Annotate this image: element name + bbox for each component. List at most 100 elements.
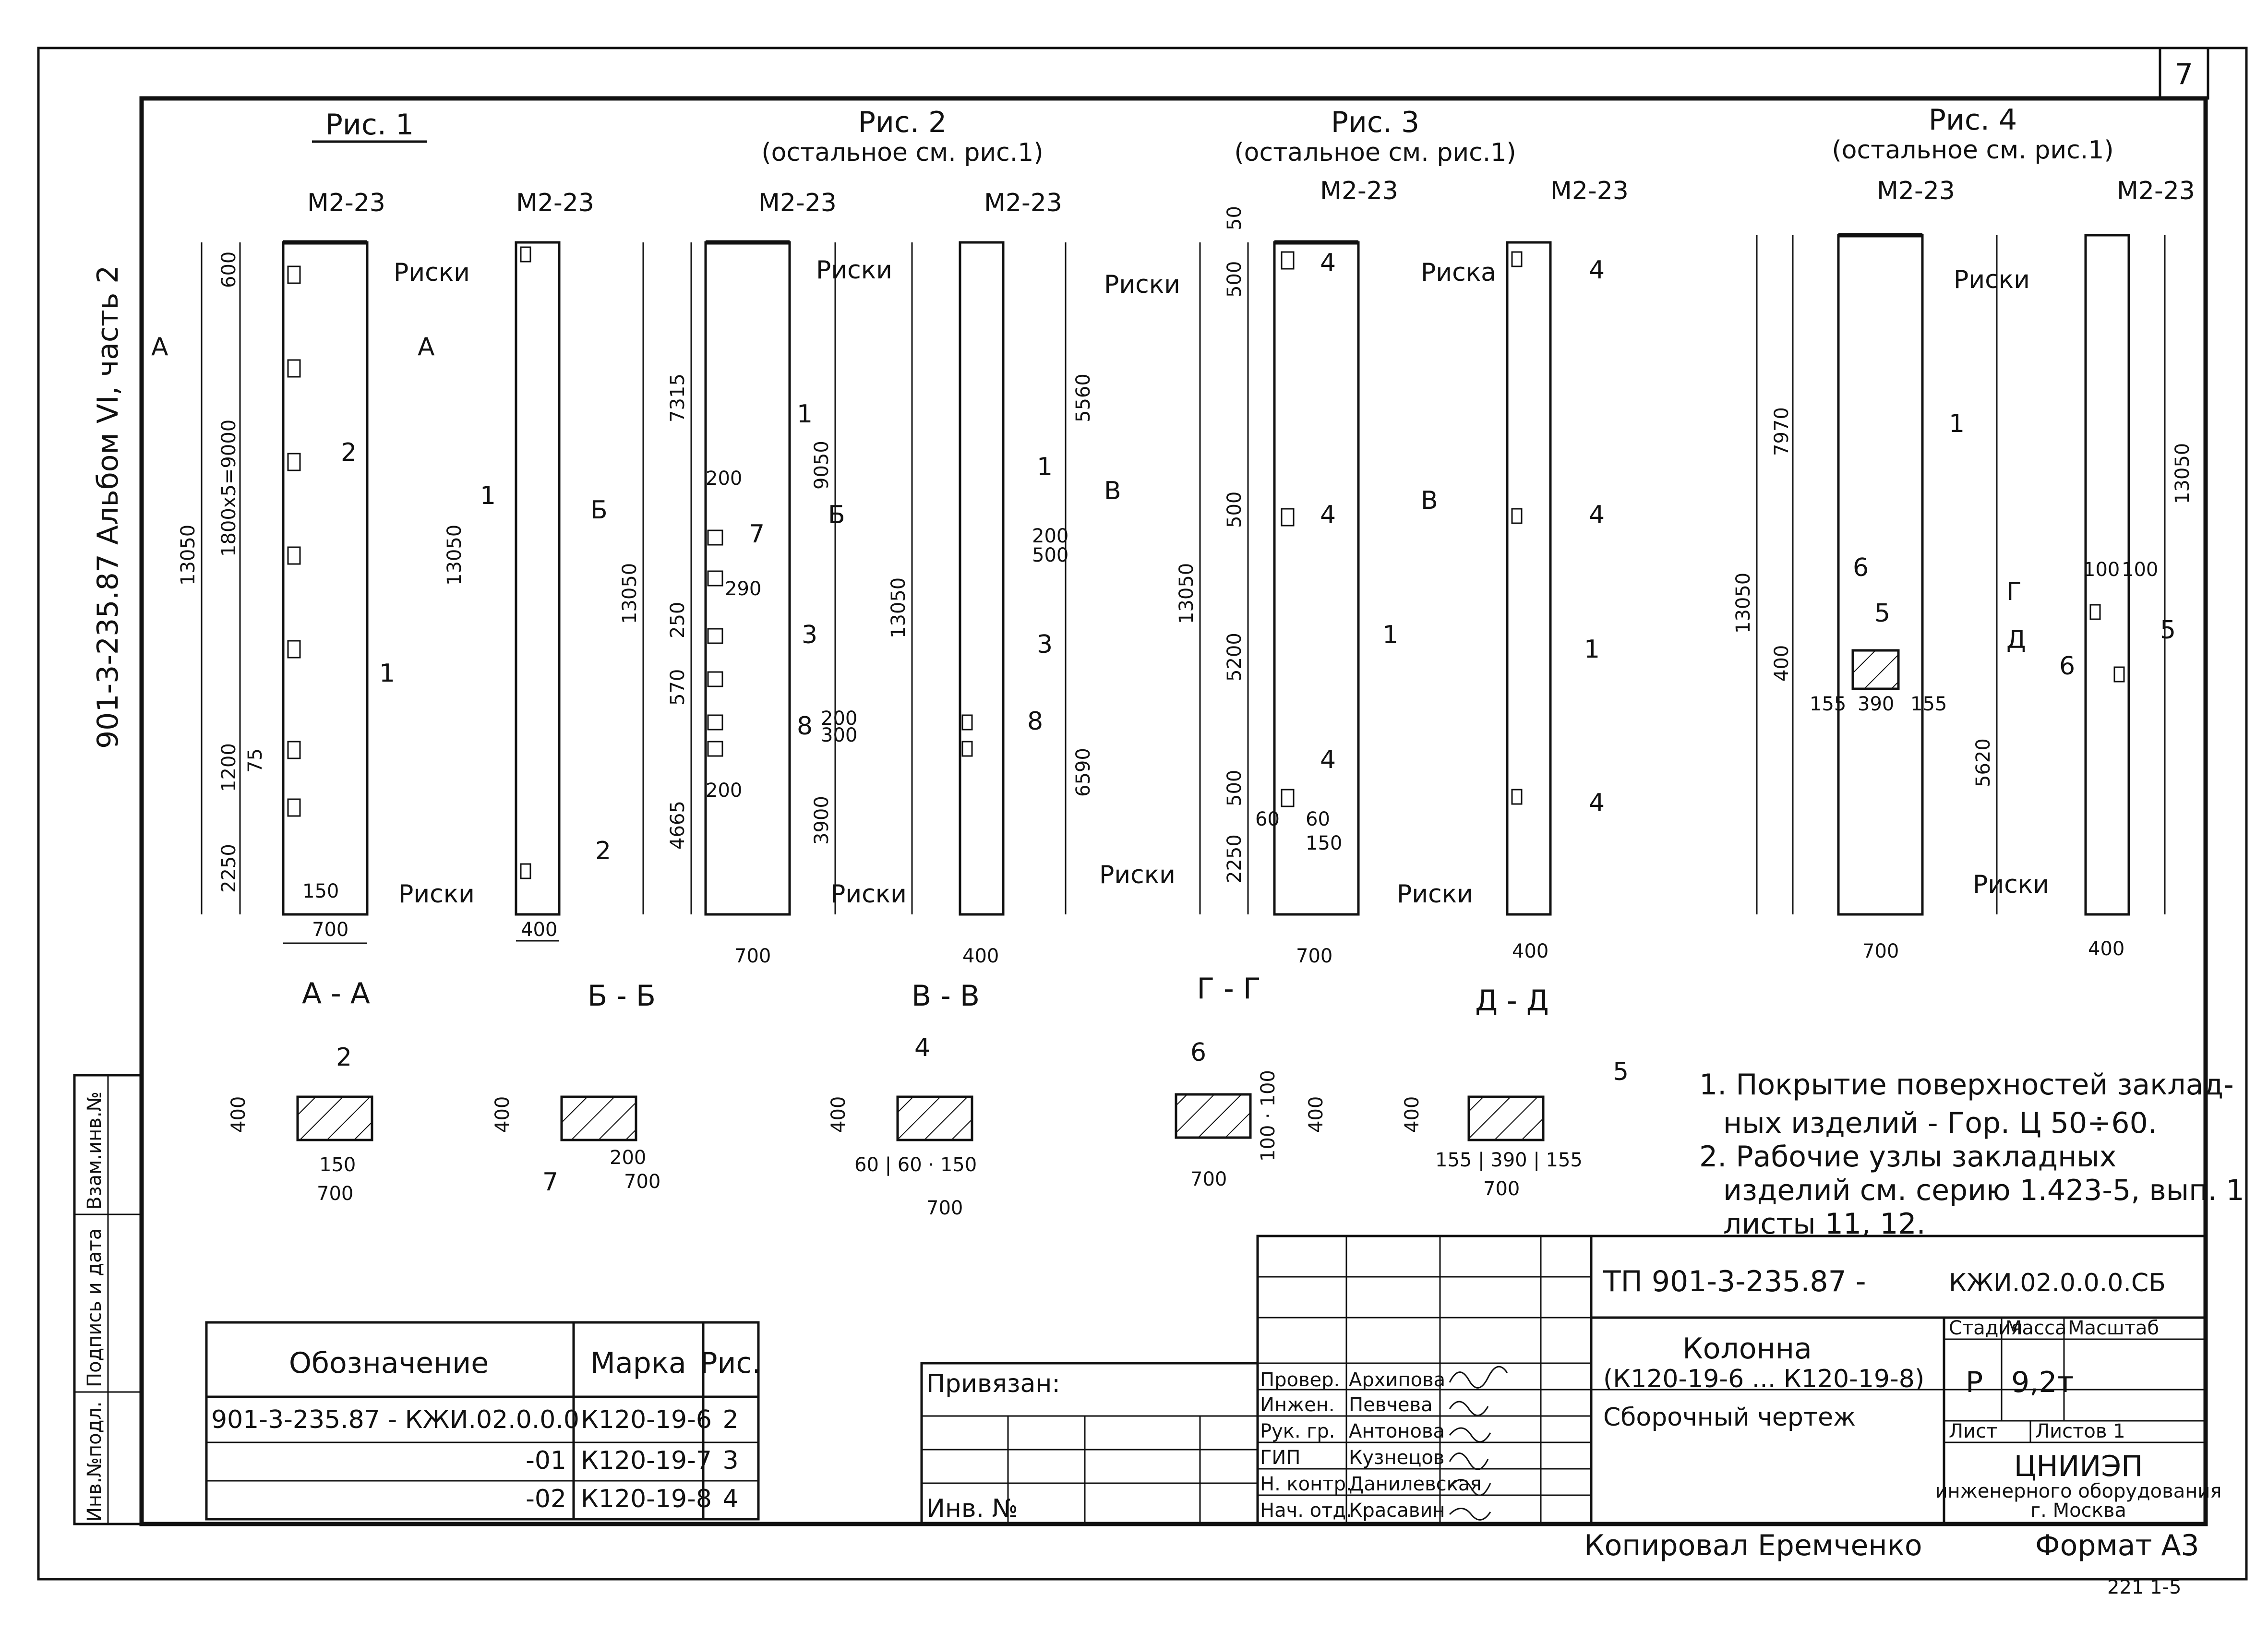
fig4-pos-5: 5 xyxy=(1874,599,1890,628)
fig4-dim-390: 390 xyxy=(1858,693,1894,715)
fig3-subtitle: (остальное см. рис.1) xyxy=(1234,138,1516,167)
org-name: ЦНИИЭП xyxy=(2014,1450,2143,1483)
fig4-pos-1: 1 xyxy=(1949,409,1965,438)
fig3-section-v: В xyxy=(1421,486,1438,515)
fig1-side-dim-13050: 13050 xyxy=(444,525,466,586)
fig4-dim-13050: 13050 xyxy=(1732,573,1754,634)
signatures xyxy=(1449,1366,1508,1521)
binding-block: Привязан: Инв. № xyxy=(920,1362,1259,1525)
fig2-dim-7315: 7315 xyxy=(667,373,689,422)
fig4-dim-155-b: 155 xyxy=(1910,693,1947,715)
org-city: г. Москва xyxy=(2030,1500,2126,1522)
binding-label: Привязан: xyxy=(926,1369,1060,1398)
fig4-side-dim-400: 400 xyxy=(2088,938,2124,960)
section-d-pos: 5 xyxy=(1613,1057,1629,1086)
fig1-column-front xyxy=(282,241,369,916)
signer-2-name: Певчева xyxy=(1349,1394,1433,1416)
sections-row: А - А 2 400 150 700 Б - Б 400 7 200 700 … xyxy=(228,972,1629,1219)
doc-code: КЖИ.02.0.0.0.СБ xyxy=(1949,1269,2166,1297)
section-g-dim-extra: 100 · 100 xyxy=(1257,1070,1279,1162)
fig1-marks-top: Риски xyxy=(394,258,470,287)
fig4-side-dim-13050: 13050 xyxy=(2172,443,2194,504)
fig1-section-a-left: А xyxy=(151,333,168,361)
figure-titles: Рис. 1 Рис. 2 (остальное см. рис.1) Рис.… xyxy=(312,103,2114,167)
signer-2-role: Инжен. xyxy=(1260,1394,1335,1416)
fig4-side-dim-100-b: 100 xyxy=(2122,559,2158,581)
fig3-side-pos-4-c: 4 xyxy=(1589,789,1605,817)
fig4-dim-700: 700 xyxy=(1862,940,1899,962)
notes: 1. Покрытие поверхностей заклад- ных изд… xyxy=(1699,1068,2244,1241)
fig4-dim-7970: 7970 xyxy=(1771,407,1793,456)
fig3-dim-2250: 2250 xyxy=(1224,834,1246,883)
fig3-column-side xyxy=(1506,241,1552,916)
fig4-subtitle: (остальное см. рис.1) xyxy=(1832,136,2113,165)
sheet-header: Лист xyxy=(1949,1420,1997,1442)
signer-1-role: Провер. xyxy=(1260,1369,1340,1391)
section-a-title: А - А xyxy=(302,977,370,1010)
fig3-dim-500-b: 500 xyxy=(1224,492,1246,528)
fig2-side-marks-bottom: Риски xyxy=(1099,861,1176,889)
section-d-dim-h: 400 xyxy=(1401,1096,1423,1133)
section-v-dim-extra: 60 | 60 · 150 xyxy=(854,1154,977,1176)
fig2-marks-top: Риски xyxy=(816,256,892,285)
fig2-dim-250: 250 xyxy=(667,602,689,638)
fig3-dim-150: 150 xyxy=(1306,832,1342,854)
section-b-dim-h: 400 xyxy=(492,1096,514,1133)
section-b-dim-w: 700 xyxy=(624,1171,660,1193)
stamp-inv-podl: Инв.№подл. xyxy=(84,1401,106,1522)
signer-6-name: Красавин xyxy=(1349,1500,1445,1522)
fig3-title: Рис. 3 xyxy=(1331,106,1419,139)
section-d-dim-extra: 155 | 390 | 155 xyxy=(1435,1149,1583,1171)
fig2-section-v: В xyxy=(1104,477,1121,505)
fig3-dim-60-b: 60 xyxy=(1306,808,1330,830)
format-label: Формат А3 xyxy=(2035,1529,2199,1562)
sheets-header: Листов 1 xyxy=(2035,1420,2125,1442)
signer-5-role: Н. контр. xyxy=(1260,1473,1352,1495)
fig2-side-pos-8: 8 xyxy=(1027,707,1043,736)
fig1-dim-600: 600 xyxy=(218,252,240,288)
spec-row-2-designation: -01 xyxy=(526,1446,566,1475)
org-dept: инженерного оборудования xyxy=(1935,1480,2222,1502)
fig3-marks-bottom: Риски xyxy=(1397,880,1473,909)
fig2-side-dim-500: 500 xyxy=(1032,544,1068,566)
stamp-signature-date: Подпись и дата xyxy=(84,1228,106,1387)
signer-4-name: Кузнецов xyxy=(1349,1447,1444,1469)
fig3-pos-4-b: 4 xyxy=(1320,501,1336,529)
signer-3-role: Рук. гр. xyxy=(1260,1420,1335,1442)
stamp-vzam-inv: Взам.инв.№ xyxy=(84,1092,106,1210)
section-b-pos: 7 xyxy=(542,1168,558,1197)
scale-header: Масштаб xyxy=(2068,1317,2159,1339)
fig2-section-b: Б xyxy=(828,501,845,529)
figure-2: 13050 7315 4665 250 570 9050 3900 13050 … xyxy=(619,189,1180,967)
section-a-body xyxy=(296,1095,373,1141)
fig3-side-pos-1: 1 xyxy=(1584,635,1600,664)
fig4-side-embed-label: М2-23 xyxy=(2117,177,2195,205)
fig1-side-embed-label: М2-23 xyxy=(516,189,594,217)
fig4-section-g: Г xyxy=(2006,577,2022,606)
fig2-dim-700: 700 xyxy=(734,945,771,967)
spec-row-3-mark: К120-19-8 xyxy=(581,1485,712,1513)
fig4-marks-bottom: Риски xyxy=(1973,870,2049,899)
section-g-body xyxy=(1175,1093,1252,1139)
fig1-pos-1: 1 xyxy=(379,659,395,688)
page-number: 7 xyxy=(2175,58,2193,91)
fig3-dim-50: 50 xyxy=(1224,206,1246,230)
fig2-dim-200-b: 200 xyxy=(706,780,742,802)
section-a-dim-extra: 150 xyxy=(319,1154,356,1176)
section-b-title: Б - Б xyxy=(588,979,656,1013)
fig2-pos-1: 1 xyxy=(797,400,813,429)
fig3-side-pos-4-a: 4 xyxy=(1589,256,1605,285)
fig4-embed-label: М2-23 xyxy=(1877,177,1955,205)
fig1-section-a-right: А xyxy=(418,333,435,361)
fig1-title: Рис. 1 xyxy=(325,108,414,142)
fig1-side-pos-1: 1 xyxy=(480,481,496,510)
fig2-side-pos-1: 1 xyxy=(1037,453,1053,481)
fig3-pos-4-c: 4 xyxy=(1320,745,1336,774)
fig4-side-pos-5: 5 xyxy=(2160,616,2176,645)
section-v-title: В - В xyxy=(912,979,980,1013)
section-g-title: Г - Г xyxy=(1197,972,1261,1006)
fig2-side-pos-3: 3 xyxy=(1037,630,1053,659)
fig3-embed-label: М2-23 xyxy=(1320,177,1398,205)
spec-row-1-fig: 2 xyxy=(722,1405,738,1434)
fig3-side-pos-4-b: 4 xyxy=(1589,501,1605,529)
